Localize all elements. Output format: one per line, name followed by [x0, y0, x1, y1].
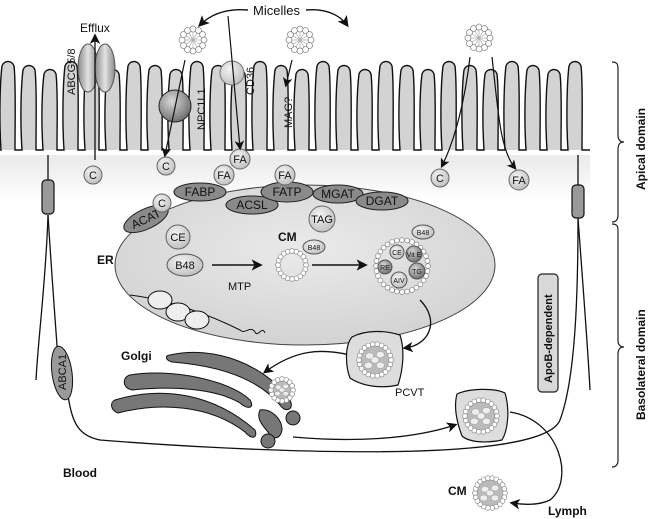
- fa-right-label: FA: [512, 175, 526, 187]
- nascent-chylomicron: [275, 248, 309, 282]
- mtp-label: MTP: [228, 281, 251, 293]
- exocytosis-chylomicron: [462, 397, 500, 435]
- c-right-label: C: [436, 173, 444, 185]
- content-vite: Vit E: [407, 252, 422, 259]
- mgat-label: MGAT: [321, 187, 355, 201]
- golgi-label: Golgi: [121, 349, 152, 363]
- arrow-pcvt-to-golgi: [262, 350, 351, 374]
- micelle-arrow-right: [305, 8, 349, 28]
- apob-dependent-box: [537, 273, 559, 393]
- c-efflux-label: C: [89, 170, 97, 182]
- fabp-label: FABP: [185, 185, 216, 199]
- ce-label: CE: [170, 232, 185, 244]
- micelle: [285, 25, 315, 55]
- golgi-apparatus: [111, 351, 301, 449]
- cm-b48-label: B48: [308, 245, 321, 252]
- content-aiv: AIV: [393, 278, 405, 285]
- content-tg: TG: [412, 269, 422, 276]
- efflux-label: Efflux: [80, 21, 110, 35]
- tight-junction-left: [41, 179, 55, 215]
- fa-1-label: FA: [233, 154, 247, 166]
- er-label: ER: [97, 253, 114, 267]
- mature-b48-label: B48: [417, 230, 430, 237]
- micelle: [178, 25, 208, 55]
- lateral-membrane-right: [67, 155, 591, 453]
- npc1l1-label: NPC1L1: [196, 88, 208, 130]
- micelles: [178, 23, 494, 55]
- tag-label: TAG: [311, 214, 333, 226]
- micelle: [464, 23, 494, 53]
- b48-molecule: [166, 253, 204, 277]
- abcg-label: ABCG5/8: [66, 49, 78, 95]
- fa-3-label: FA: [278, 170, 292, 182]
- mag-label: MAG?: [283, 97, 295, 128]
- cd36-label: CD36: [245, 67, 257, 95]
- fatp-label: FATP: [272, 185, 301, 199]
- ribosomes: [129, 290, 266, 335]
- abca1-transporter: [50, 345, 74, 401]
- pcvt-label: PCVT: [395, 387, 425, 399]
- lymph-label: Lymph: [548, 504, 587, 518]
- golgi-chylomicron: [268, 376, 296, 404]
- c-acat-label: C: [158, 198, 166, 210]
- apical-domain-label: Apical domain: [634, 108, 648, 190]
- pcvt-chylomicron: [356, 341, 394, 379]
- micelles-label: Micelles: [253, 3, 300, 18]
- cm-lymph-label: CM: [448, 484, 467, 498]
- content-re: RE: [380, 265, 390, 272]
- fa-2-label: FA: [217, 170, 231, 182]
- uptake-arrows: [161, 15, 517, 170]
- abcg8-transporter: [94, 43, 116, 93]
- enzymes: ACAT FABP ACSL FATP MGAT DGAT: [123, 181, 409, 234]
- content-ce: CE: [392, 250, 402, 257]
- blood-label: Blood: [63, 466, 97, 480]
- cm-contents: CE Vit E RE TG AIV: [377, 244, 426, 289]
- molecules: C C FA FA FA C CE TAG C FA: [83, 148, 530, 250]
- basolateral-brace: [611, 223, 625, 468]
- apical-brace: [611, 61, 625, 223]
- arrow-golgi-to-exocytosis: [292, 422, 458, 441]
- tight-junction-right: [571, 184, 585, 219]
- micelle-arrow-left: [198, 8, 249, 27]
- cm-er-label: CM: [278, 230, 297, 244]
- secreted-chylomicron: [472, 475, 508, 511]
- abca1-label: ABCA1: [57, 354, 69, 390]
- basolateral-domain-label: Basolateral domain: [634, 309, 648, 420]
- arrow-er-to-pcvt: [402, 299, 432, 353]
- dgat-label: DGAT: [366, 194, 399, 208]
- c-npc-label: C: [162, 161, 170, 173]
- acsl-label: ACSL: [236, 198, 268, 212]
- b48-label: B48: [175, 260, 195, 272]
- apob-label: ApoB-dependent: [543, 294, 555, 383]
- arrow-to-lymph: [509, 411, 563, 510]
